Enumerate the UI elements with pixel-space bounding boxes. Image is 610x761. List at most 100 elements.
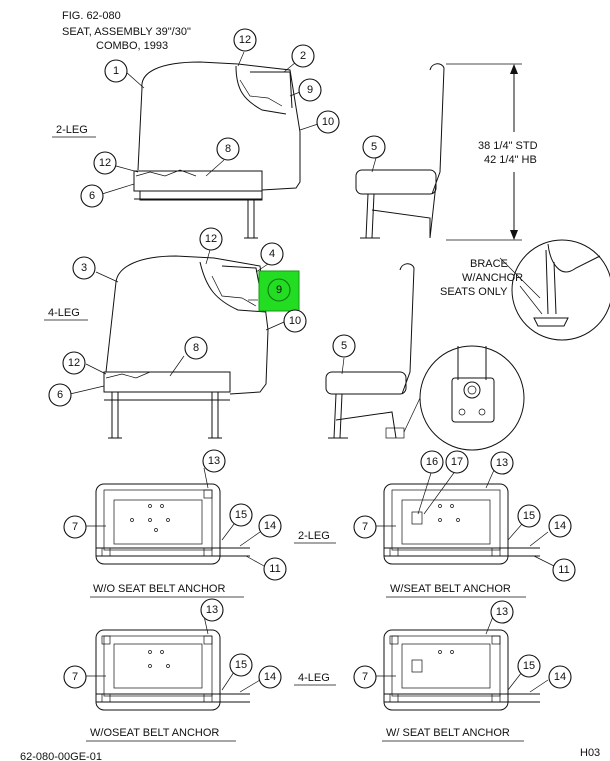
svg-text:12: 12 — [205, 233, 217, 245]
callout-15-a[interactable]: 15 — [229, 503, 253, 527]
svg-text:14: 14 — [554, 520, 566, 532]
svg-text:13: 13 — [496, 606, 508, 618]
svg-text:13: 13 — [496, 457, 508, 469]
callout-4[interactable]: 4 — [260, 242, 284, 266]
callout-6-mid[interactable]: 6 — [48, 383, 72, 407]
svg-text:15: 15 — [523, 510, 535, 522]
svg-text:4: 4 — [269, 248, 275, 260]
seat-2leg-side-view — [355, 63, 445, 239]
svg-text:16: 16 — [426, 456, 438, 468]
seat-4leg-front-view — [103, 255, 269, 439]
svg-text:6: 6 — [57, 389, 63, 401]
callout-3[interactable]: 3 — [72, 256, 96, 280]
label-wo-anchor-2leg: W/O SEAT BELT ANCHOR — [93, 583, 225, 595]
callout-16[interactable]: 16 — [420, 450, 444, 474]
svg-text:12: 12 — [99, 157, 111, 169]
svg-text:15: 15 — [523, 660, 535, 672]
callout-5-upper[interactable]: 5 — [362, 135, 386, 159]
svg-text:2: 2 — [300, 50, 306, 62]
svg-text:10: 10 — [289, 315, 301, 327]
callout-8-upper[interactable]: 8 — [216, 137, 240, 161]
height-dimension: 38 1/4" STD 42 1/4" HB — [446, 63, 538, 241]
callout-10-upper[interactable]: 10 — [316, 110, 340, 134]
height-hb-label: 42 1/4" HB — [484, 154, 537, 166]
callout-13-a[interactable]: 13 — [202, 449, 226, 473]
callout-2[interactable]: 2 — [291, 44, 315, 68]
plan-4leg-w-anchor — [383, 629, 540, 711]
callout-14-b[interactable]: 14 — [548, 514, 572, 538]
svg-text:11: 11 — [558, 564, 569, 576]
callout-13-c[interactable]: 13 — [200, 598, 224, 622]
height-std-label: 38 1/4" STD — [478, 140, 538, 152]
callout-14-d[interactable]: 14 — [548, 665, 572, 689]
callout-7-d[interactable]: 7 — [353, 665, 377, 689]
svg-text:7: 7 — [72, 671, 78, 683]
callout-11-b[interactable]: 11 — [552, 558, 576, 582]
label-4-leg: 4-LEG — [48, 307, 80, 319]
callout-1[interactable]: 1 — [104, 59, 128, 83]
callout-14-c[interactable]: 14 — [258, 665, 282, 689]
callout-10-mid[interactable]: 10 — [283, 309, 307, 333]
callout-15-d[interactable]: 15 — [517, 654, 541, 678]
svg-text:6: 6 — [89, 190, 95, 202]
svg-text:7: 7 — [362, 671, 368, 683]
svg-text:8: 8 — [225, 143, 231, 155]
title-line-2: COMBO, 1993 — [96, 40, 168, 52]
callout-8-mid[interactable]: 8 — [184, 336, 208, 360]
callout-15-b[interactable]: 15 — [517, 504, 541, 528]
svg-text:9: 9 — [307, 84, 313, 96]
label-w-anchor-2leg: W/SEAT BELT ANCHOR — [390, 583, 511, 595]
svg-text:5: 5 — [371, 141, 377, 153]
callout-7-a[interactable]: 7 — [63, 515, 87, 539]
svg-text:14: 14 — [264, 671, 276, 683]
callout-17[interactable]: 17 — [445, 450, 469, 474]
callout-11-a[interactable]: 11 — [263, 557, 287, 581]
figure-number: FIG. 62-080 — [62, 10, 121, 22]
brace-label-line1: BRACE — [470, 258, 508, 270]
svg-text:10: 10 — [322, 116, 334, 128]
callout-13-b[interactable]: 13 — [490, 451, 514, 475]
seat-4leg-side-view — [325, 263, 415, 439]
callout-12-upper[interactable]: 12 — [233, 28, 257, 52]
callout-5-mid[interactable]: 5 — [332, 334, 356, 358]
svg-text:13: 13 — [208, 455, 220, 467]
brace-label-line2: W/ANCHOR — [462, 272, 523, 284]
svg-text:5: 5 — [341, 340, 347, 352]
callout-9-mid[interactable]: 9 — [267, 278, 291, 302]
callout-12-seat-upper[interactable]: 12 — [93, 151, 117, 175]
plan-2leg-w-anchor — [383, 483, 540, 565]
callout-12-seat-mid[interactable]: 12 — [62, 351, 86, 375]
svg-text:17: 17 — [451, 456, 463, 468]
svg-text:7: 7 — [362, 521, 368, 533]
label-wo-anchor-4leg: W/OSEAT BELT ANCHOR — [90, 727, 219, 739]
seat-2leg-front-view — [133, 61, 301, 239]
svg-text:15: 15 — [235, 659, 247, 671]
brace-label-line3: SEATS ONLY — [440, 286, 508, 298]
callout-12-mid[interactable]: 12 — [199, 227, 223, 251]
callout-6-upper[interactable]: 6 — [80, 184, 104, 208]
title-line-1: SEAT, ASSEMBLY 39"/30" — [62, 26, 191, 38]
svg-text:11: 11 — [269, 563, 280, 575]
svg-text:14: 14 — [264, 520, 276, 532]
sheet-code: H03 — [580, 747, 600, 759]
svg-text:14: 14 — [554, 671, 566, 683]
label-2-leg-plan: 2-LEG — [298, 530, 330, 542]
label-2-leg: 2-LEG — [56, 124, 88, 136]
svg-text:7: 7 — [72, 521, 78, 533]
svg-text:15: 15 — [235, 509, 247, 521]
svg-text:13: 13 — [206, 604, 218, 616]
svg-text:3: 3 — [81, 262, 87, 274]
svg-text:8: 8 — [193, 342, 199, 354]
callout-9-upper[interactable]: 9 — [298, 78, 322, 102]
plan-2leg-wo-anchor — [95, 483, 250, 565]
callout-13-d[interactable]: 13 — [490, 600, 514, 624]
plan-4leg-wo-anchor — [95, 629, 250, 711]
callout-7-b[interactable]: 7 — [353, 515, 377, 539]
label-w-anchor-4leg: W/ SEAT BELT ANCHOR — [386, 727, 510, 739]
brace-detail-lower — [403, 345, 525, 451]
svg-text:12: 12 — [239, 34, 251, 46]
callout-7-c[interactable]: 7 — [63, 665, 87, 689]
callout-14-a[interactable]: 14 — [258, 514, 282, 538]
callout-15-c[interactable]: 15 — [229, 653, 253, 677]
